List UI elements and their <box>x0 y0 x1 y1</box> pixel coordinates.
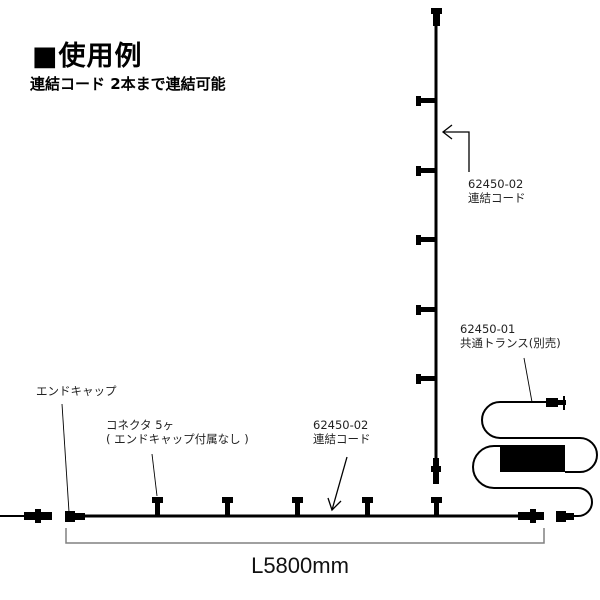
dimension-label: L5800mm <box>251 553 349 578</box>
transformer-label: 62450-01 共通トランス(別売) <box>460 322 561 350</box>
arrow-icon <box>441 124 470 172</box>
vertical-cord-label: 62450-02 連結コード <box>468 177 526 205</box>
horizontal-cord-label: 62450-02 連結コード <box>313 418 371 446</box>
connector-icon <box>431 497 442 516</box>
leader-line <box>61 403 70 513</box>
page-subtitle: 連結コード 2本まで連結可能 <box>30 75 226 93</box>
connector-icon <box>362 497 373 516</box>
connectors-label: コネクタ 5ヶ ( エンドキャップ付属なし ) <box>106 418 249 446</box>
connector-icon <box>152 497 163 516</box>
arrow-icon <box>327 456 348 512</box>
page-title: ■使用例 <box>32 41 143 72</box>
connector-icon <box>416 374 436 384</box>
horizontal-cord <box>0 509 574 523</box>
leader-line <box>523 357 533 403</box>
connector-icon <box>222 497 233 516</box>
connector-icon <box>416 166 436 176</box>
end-cap-label: エンドキャップ <box>36 384 117 398</box>
transformer-icon <box>472 396 598 517</box>
vertical-cord <box>416 8 442 484</box>
connector-icons <box>152 497 442 516</box>
leader-line <box>151 453 158 497</box>
connector-icon <box>292 497 303 516</box>
dimension-line <box>65 528 545 544</box>
connector-icon <box>416 305 436 315</box>
connector-icon <box>416 96 436 106</box>
connector-icon <box>416 235 436 245</box>
